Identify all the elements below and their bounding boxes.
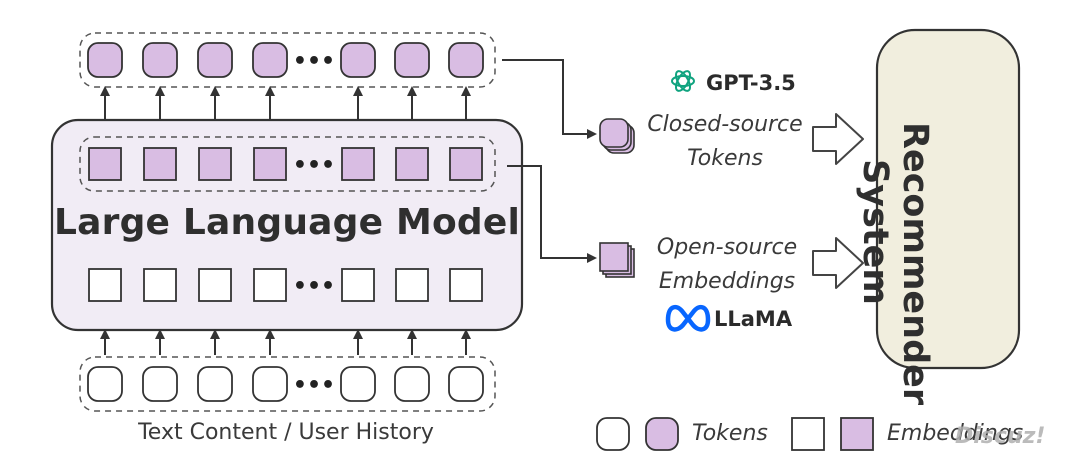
output-token-row: [87, 42, 484, 78]
llama-label: LLaMA: [714, 307, 793, 331]
input-embedding-square: [341, 268, 375, 302]
embedding-square: [88, 147, 122, 181]
closed-source-token-stack-icon: [599, 118, 635, 154]
open-source-embedding-stack-icon: [599, 242, 635, 278]
llm-title: Large Language Model: [54, 202, 521, 243]
input-token: [87, 366, 123, 402]
legend-token-purple: [645, 417, 679, 451]
input-caption: Text Content / User History: [138, 420, 434, 445]
embedding-square: [198, 147, 232, 181]
open-source-line2: Embeddings: [658, 269, 796, 294]
input-embedding-square: [88, 268, 122, 302]
input-token-row: [87, 366, 484, 402]
input-embedding-square: [395, 268, 429, 302]
legend-embedding-white: [791, 417, 825, 451]
recommender-label: Recommender System: [855, 122, 935, 406]
input-embedding-square: [253, 268, 287, 302]
input-embedding-square: [198, 268, 232, 302]
embedding-square: [341, 147, 375, 181]
input-embedding-ellipsis: •••: [293, 274, 335, 299]
input-token: [448, 366, 484, 402]
input-token: [142, 366, 178, 402]
legend-embedding-purple: [840, 417, 874, 451]
legend-token-white: [596, 417, 630, 451]
embedding-square: [253, 147, 287, 181]
recommender-system-box: [875, 28, 1021, 370]
input-ellipsis: •••: [293, 373, 335, 398]
open-source-connector: [507, 165, 597, 263]
input-arrows: [100, 329, 471, 355]
hidden-embedding-row: [88, 147, 483, 181]
legend-embeddings-label: Embeddings: [887, 421, 1024, 446]
input-embedding-square: [143, 268, 177, 302]
output-token: [448, 42, 484, 78]
legend-tokens-label: Tokens: [692, 421, 768, 446]
openai-logo-icon: [671, 70, 695, 92]
input-token: [394, 366, 430, 402]
output-token: [394, 42, 430, 78]
recommender-line2: System: [855, 159, 895, 305]
input-embedding-square: [449, 268, 483, 302]
output-token: [197, 42, 233, 78]
meta-logo-icon: [665, 304, 711, 332]
output-arrows: [100, 86, 471, 122]
input-token: [252, 366, 288, 402]
output-token: [340, 42, 376, 78]
closed-source-to-recommender-arrow: [812, 113, 864, 165]
hidden-ellipsis: •••: [293, 153, 335, 178]
embedding-square: [449, 147, 483, 181]
gpt-label: GPT-3.5: [706, 71, 796, 95]
closed-source-label: Closed-source Tokens: [610, 108, 840, 176]
open-source-line1: Open-source: [656, 235, 798, 260]
watermark: Discuz!: [955, 424, 1046, 449]
open-source-label: Open-source Embeddings: [612, 231, 842, 299]
embedding-square: [395, 147, 429, 181]
input-token: [197, 366, 233, 402]
output-tokens-group: [79, 32, 496, 88]
open-source-to-recommender-arrow: [812, 237, 864, 289]
hidden-embeddings-group: [79, 136, 496, 192]
output-token: [142, 42, 178, 78]
closed-source-line2: Tokens: [687, 146, 763, 171]
embedding-square: [143, 147, 177, 181]
closed-source-line1: Closed-source: [647, 112, 803, 137]
input-tokens-group: [79, 356, 496, 412]
input-token: [340, 366, 376, 402]
output-token: [252, 42, 288, 78]
output-ellipsis: •••: [293, 49, 335, 74]
input-embedding-row: [88, 268, 483, 302]
output-token: [87, 42, 123, 78]
recommender-line1: Recommender: [895, 122, 935, 406]
closed-source-connector: [502, 59, 597, 139]
